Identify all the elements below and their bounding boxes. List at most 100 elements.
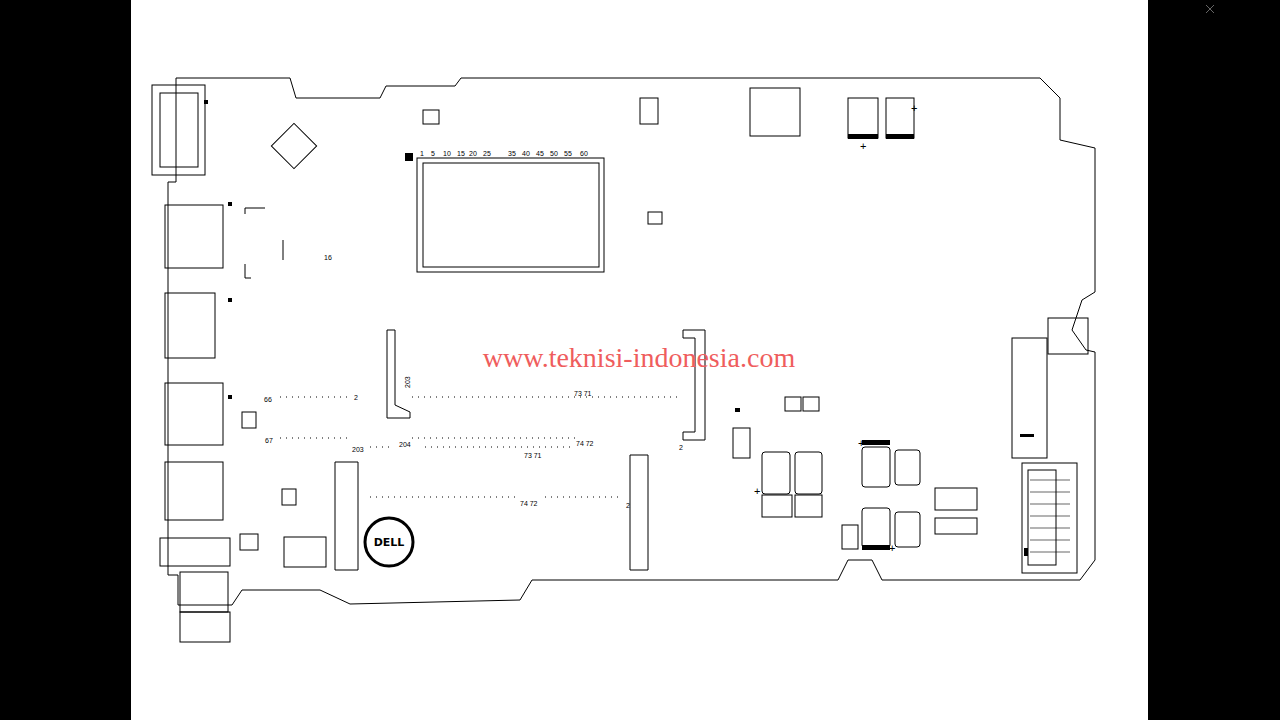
sodimm-slot [630, 455, 648, 570]
component [750, 88, 800, 136]
pin-number: 35 [508, 150, 516, 157]
power-jack [180, 612, 230, 642]
sodimm-slot [387, 330, 410, 418]
dot [204, 100, 208, 104]
connector [1012, 338, 1047, 458]
video-port [152, 85, 205, 175]
pin-row [280, 397, 350, 398]
mosfet [762, 495, 792, 517]
pin-number: 20 [469, 150, 477, 157]
capacitor-mark [886, 134, 914, 139]
inductor [795, 452, 822, 494]
component [240, 534, 258, 550]
page-ground [131, 0, 1148, 720]
pin [1030, 528, 1070, 529]
pin-number: 74 72 [576, 440, 594, 447]
usb-port [165, 293, 215, 358]
pin-number: 2 [354, 394, 358, 401]
pin-row [280, 438, 350, 439]
battery-connector [1022, 463, 1077, 573]
audio-jack [160, 538, 230, 566]
window-icon [1206, 5, 1214, 13]
polarity-mark: + [860, 141, 866, 152]
video-port [160, 93, 198, 167]
polarity-mark: + [911, 103, 917, 114]
pin-number: 2 [679, 444, 683, 451]
pin-number: 204 [399, 441, 411, 448]
lcd-connector [423, 163, 599, 267]
power-jack [180, 572, 228, 612]
pin-number: 45 [536, 150, 544, 157]
pin [1030, 492, 1070, 493]
usb-port [165, 383, 223, 445]
battery-connector [1028, 470, 1056, 565]
polarity-mark: + [858, 438, 864, 449]
pin-number: 50 [550, 150, 558, 157]
component [640, 98, 658, 124]
pin-number: 73 71 [574, 390, 592, 397]
pin-number: 203 [404, 376, 411, 388]
pin-row [412, 397, 680, 398]
inductor [762, 452, 790, 494]
usb-port [165, 462, 223, 520]
dot [228, 298, 232, 302]
pin-number: 2 [626, 502, 630, 509]
chip [935, 518, 977, 534]
pin-number: 1 [420, 150, 424, 157]
mosfet [795, 495, 822, 517]
logo-badge: DELL [363, 516, 415, 568]
pin-one-mark [1020, 434, 1034, 437]
pin-row [370, 447, 390, 448]
pin [1030, 516, 1070, 517]
logo-text: DELL [374, 536, 405, 549]
pin-number: 5 [431, 150, 435, 157]
component [785, 397, 801, 411]
pin-row [425, 447, 575, 448]
component [648, 212, 662, 224]
capacitor [848, 98, 878, 138]
pin-number: 60 [580, 150, 588, 157]
pin-number: 74 72 [520, 500, 538, 507]
pin-one-mark [1024, 548, 1028, 556]
controller-chip [271, 123, 316, 168]
connector [1048, 318, 1088, 354]
lcd-connector [417, 158, 604, 272]
dot [228, 395, 232, 399]
component [803, 397, 819, 411]
pin-one-mark [405, 153, 413, 161]
watermark: www.teknisi-indonesia.com [483, 344, 795, 372]
inductor [862, 508, 890, 548]
inductor [895, 450, 920, 485]
pin [1030, 552, 1070, 553]
usb-port [165, 205, 223, 268]
capacitor [886, 98, 914, 138]
polarity-mark: + [754, 486, 760, 497]
polarity-mark: + [889, 543, 895, 554]
component [282, 489, 296, 505]
pin-number: 66 [264, 396, 272, 403]
sodimm-slot [335, 462, 358, 570]
component [242, 412, 256, 428]
pin-row [545, 497, 622, 498]
chip [284, 537, 326, 567]
pin-number: 73 71 [524, 452, 542, 459]
pin-number: 203 [352, 446, 364, 453]
pin-number: 67 [265, 437, 273, 444]
component [733, 428, 750, 458]
pin-number: 10 [443, 150, 451, 157]
pin [1030, 504, 1070, 505]
capacitor-mark [862, 440, 890, 445]
logo-ring [365, 518, 413, 566]
pin-row [370, 497, 518, 498]
component [245, 208, 283, 278]
pin-number: 40 [522, 150, 530, 157]
pin-row [412, 438, 575, 439]
component [423, 110, 439, 124]
component [842, 525, 858, 549]
board-outline [168, 78, 1095, 605]
pin-number: 16 [324, 254, 332, 261]
inductor [862, 447, 890, 487]
inductor [895, 512, 920, 547]
dot [735, 408, 740, 412]
pin-number: 55 [564, 150, 572, 157]
